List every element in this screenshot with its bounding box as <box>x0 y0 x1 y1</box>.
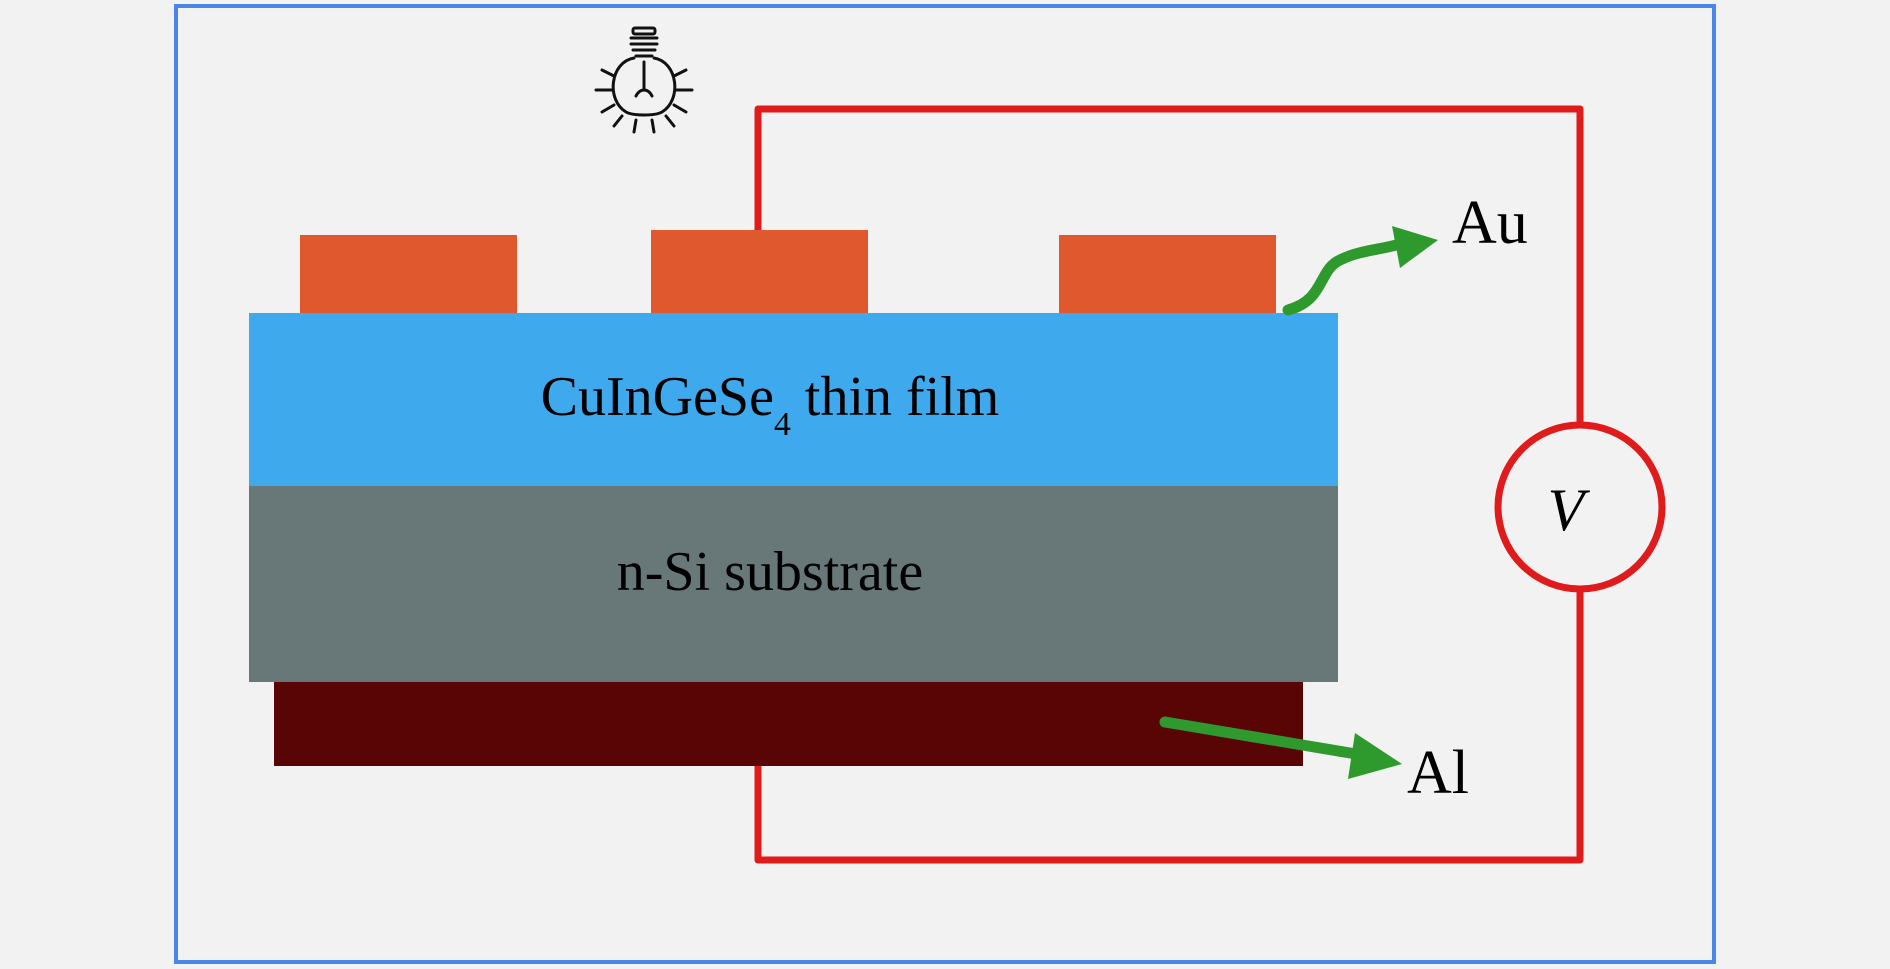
al-contact <box>274 682 1303 766</box>
circuit-wire-bottom <box>754 588 1584 864</box>
al-arrow-head <box>1348 733 1402 779</box>
al-label: Al <box>1407 739 1469 807</box>
light-bulb-icon <box>594 26 694 134</box>
substrate-label: n-Si substrate <box>617 541 923 603</box>
circuit-wire-top <box>754 105 1584 426</box>
au-contact-middle <box>651 230 868 315</box>
al-arrow-shaft <box>1159 716 1374 762</box>
thin-film-label: CuInGeSe4 thin film <box>541 366 1000 443</box>
au-arrow-shaft <box>1282 238 1406 316</box>
au-label: Au <box>1452 189 1528 257</box>
thin-film-layer <box>249 313 1338 486</box>
au-arrow-head <box>1392 226 1438 268</box>
voltmeter-label: V <box>1548 477 1591 543</box>
au-contact-right <box>1059 235 1276 315</box>
substrate-layer <box>249 486 1338 682</box>
au-contact-left <box>300 235 517 315</box>
voltmeter <box>1494 421 1666 593</box>
